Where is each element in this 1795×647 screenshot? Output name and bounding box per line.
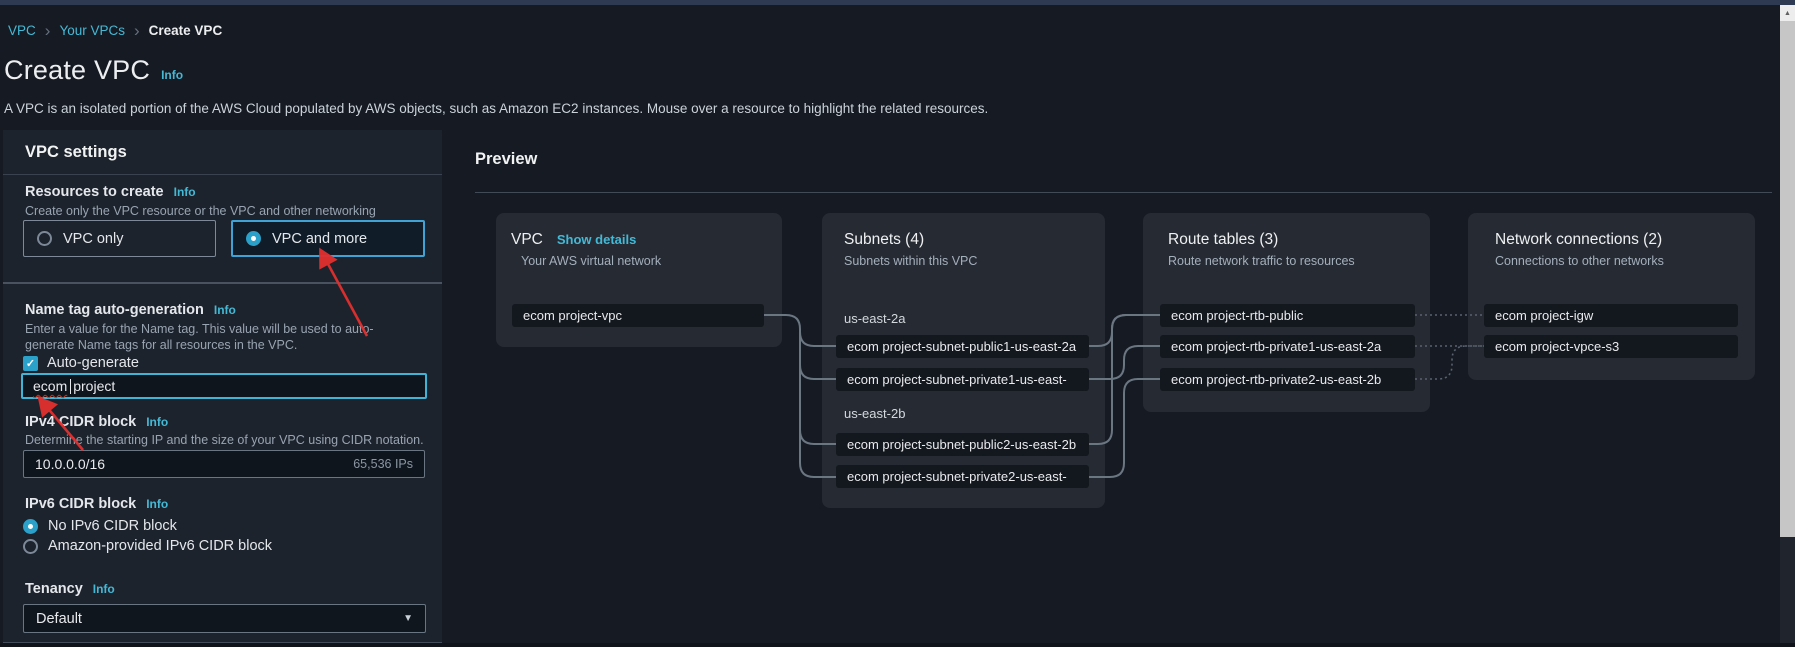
- name-tag-value-word1: ecom: [33, 378, 68, 394]
- vpc-card-subtitle: Your AWS virtual network: [521, 254, 662, 268]
- ipv4-cidr-value: 10.0.0.0/16: [35, 456, 106, 472]
- page-info-link[interactable]: Info: [161, 68, 184, 82]
- name-tag-input[interactable]: ecom project: [21, 373, 427, 399]
- ipv6-label-row: IPv6 CIDR block Info: [25, 496, 168, 512]
- chevron-right-icon: ›: [44, 21, 51, 40]
- network-connections-card-subtitle: Connections to other networks: [1495, 254, 1664, 268]
- ipv4-description: Determine the starting IP and the size o…: [25, 433, 424, 447]
- network-connection-node[interactable]: ecom project-vpce-s3: [1484, 335, 1738, 358]
- browser-top-strip: [0, 0, 1795, 5]
- vertical-scrollbar[interactable]: ▲: [1780, 5, 1795, 647]
- ipv4-cidr-input[interactable]: 10.0.0.0/16 65,536 IPs: [23, 450, 425, 478]
- vpc-node[interactable]: ecom project-vpc: [512, 304, 764, 327]
- subnets-card-title: Subnets (4): [844, 231, 925, 248]
- az-group-label: us-east-2b: [844, 406, 906, 421]
- vpc-card-title: VPC: [511, 231, 543, 248]
- ipv6-amazon-radio-row[interactable]: Amazon-provided IPv6 CIDR block: [23, 538, 272, 554]
- scroll-up-arrow-icon[interactable]: ▲: [1780, 5, 1795, 21]
- resources-to-create-label-row: Resources to create Info: [25, 184, 196, 200]
- ipv4-cidr-label: IPv4 CIDR block: [25, 414, 137, 430]
- resources-info-link[interactable]: Info: [173, 185, 196, 199]
- breadcrumb-current: Create VPC: [148, 23, 223, 38]
- name-tag-description: Enter a value for the Name tag. This val…: [25, 322, 374, 353]
- route-table-node[interactable]: ecom project-rtb-private1-us-east-2a: [1160, 335, 1415, 358]
- vpc-settings-panel: VPC settings Resources to create Info Cr…: [3, 130, 442, 643]
- route-table-node[interactable]: ecom project-rtb-private2-us-east-2b: [1160, 368, 1415, 391]
- subnet-node[interactable]: ecom project-subnet-private2-us-east-: [836, 465, 1089, 488]
- preview-network-connections-card: Network connections (2) Connections to o…: [1468, 213, 1755, 380]
- radio-selected-icon: [246, 231, 261, 246]
- network-connections-card-title: Network connections (2): [1495, 231, 1663, 248]
- ipv6-none-label: No IPv6 CIDR block: [48, 518, 177, 534]
- auto-generate-checkbox-row[interactable]: ✓ Auto-generate: [23, 355, 139, 371]
- subnets-card-subtitle: Subnets within this VPC: [844, 254, 978, 268]
- subnet-node[interactable]: ecom project-subnet-public1-us-east-2a: [836, 335, 1089, 358]
- radio-unselected-icon: [37, 231, 52, 246]
- auto-generate-label: Auto-generate: [47, 355, 139, 371]
- name-tag-label-row: Name tag auto-generation Info: [25, 302, 236, 318]
- preview-title: Preview: [475, 150, 538, 168]
- divider: [3, 282, 442, 284]
- preview-route-tables-card: Route tables (3) Route network traffic t…: [1143, 213, 1430, 412]
- tenancy-select[interactable]: Default ▼: [23, 604, 426, 633]
- route-tables-card-title: Route tables (3): [1168, 231, 1279, 248]
- text-cursor: [70, 378, 72, 394]
- page-title: Create VPC: [4, 55, 151, 85]
- ipv6-cidr-label: IPv6 CIDR block: [25, 496, 137, 512]
- vpc-only-label: VPC only: [63, 230, 124, 247]
- subnet-node[interactable]: ecom project-subnet-public2-us-east-2b: [836, 433, 1089, 456]
- radio-selected-icon: [23, 518, 38, 534]
- tenancy-value: Default: [36, 610, 82, 627]
- radio-card-vpc-and-more[interactable]: VPC and more: [231, 220, 425, 257]
- ipv4-ips-count: 65,536 IPs: [353, 457, 413, 471]
- route-table-node[interactable]: ecom project-rtb-public: [1160, 304, 1415, 327]
- tenancy-label: Tenancy: [25, 581, 83, 597]
- subnet-node[interactable]: ecom project-subnet-private1-us-east-: [836, 368, 1089, 391]
- breadcrumb: VPC › Your VPCs › Create VPC: [8, 21, 223, 40]
- chevron-right-icon: ›: [133, 21, 140, 40]
- breadcrumb-link-vpc[interactable]: VPC: [8, 23, 36, 38]
- ipv6-amazon-label: Amazon-provided IPv6 CIDR block: [48, 538, 273, 554]
- ipv4-info-link[interactable]: Info: [146, 415, 169, 429]
- breadcrumb-link-your-vpcs[interactable]: Your VPCs: [59, 23, 125, 38]
- chevron-down-icon: ▼: [403, 613, 413, 624]
- scrollbar-thumb[interactable]: [1780, 21, 1795, 537]
- route-tables-card-subtitle: Route network traffic to resources: [1168, 254, 1355, 268]
- ipv6-none-radio-row[interactable]: No IPv6 CIDR block: [23, 518, 177, 534]
- network-connection-node[interactable]: ecom project-igw: [1484, 304, 1738, 327]
- show-details-link[interactable]: Show details: [556, 232, 637, 247]
- panel-title: VPC settings: [25, 143, 127, 161]
- name-tag-value-word2: project: [73, 378, 116, 394]
- radio-unselected-icon: [23, 538, 38, 554]
- checkbox-checked-icon[interactable]: ✓: [23, 355, 38, 371]
- resources-to-create-label: Resources to create: [25, 184, 164, 200]
- tenancy-label-row: Tenancy Info: [25, 581, 115, 597]
- page-header: Create VPC Info: [4, 55, 183, 86]
- preview-subnets-card: Subnets (4) Subnets within this VPC us-e…: [822, 213, 1105, 508]
- name-tag-label: Name tag auto-generation: [25, 302, 204, 318]
- page-description: A VPC is an isolated portion of the AWS …: [4, 101, 989, 116]
- preview-vpc-card: VPC Show details Your AWS virtual networ…: [496, 213, 782, 347]
- name-tag-info-link[interactable]: Info: [213, 303, 236, 317]
- ipv6-info-link[interactable]: Info: [146, 497, 169, 511]
- divider: [475, 192, 1772, 193]
- ipv4-label-row: IPv4 CIDR block Info: [25, 414, 168, 430]
- vpc-and-more-label: VPC and more: [272, 230, 368, 247]
- az-group-label: us-east-2a: [844, 311, 906, 326]
- bottom-strip: [0, 643, 1795, 647]
- tenancy-info-link[interactable]: Info: [92, 582, 115, 596]
- divider: [3, 174, 442, 175]
- radio-card-vpc-only[interactable]: VPC only: [23, 220, 216, 257]
